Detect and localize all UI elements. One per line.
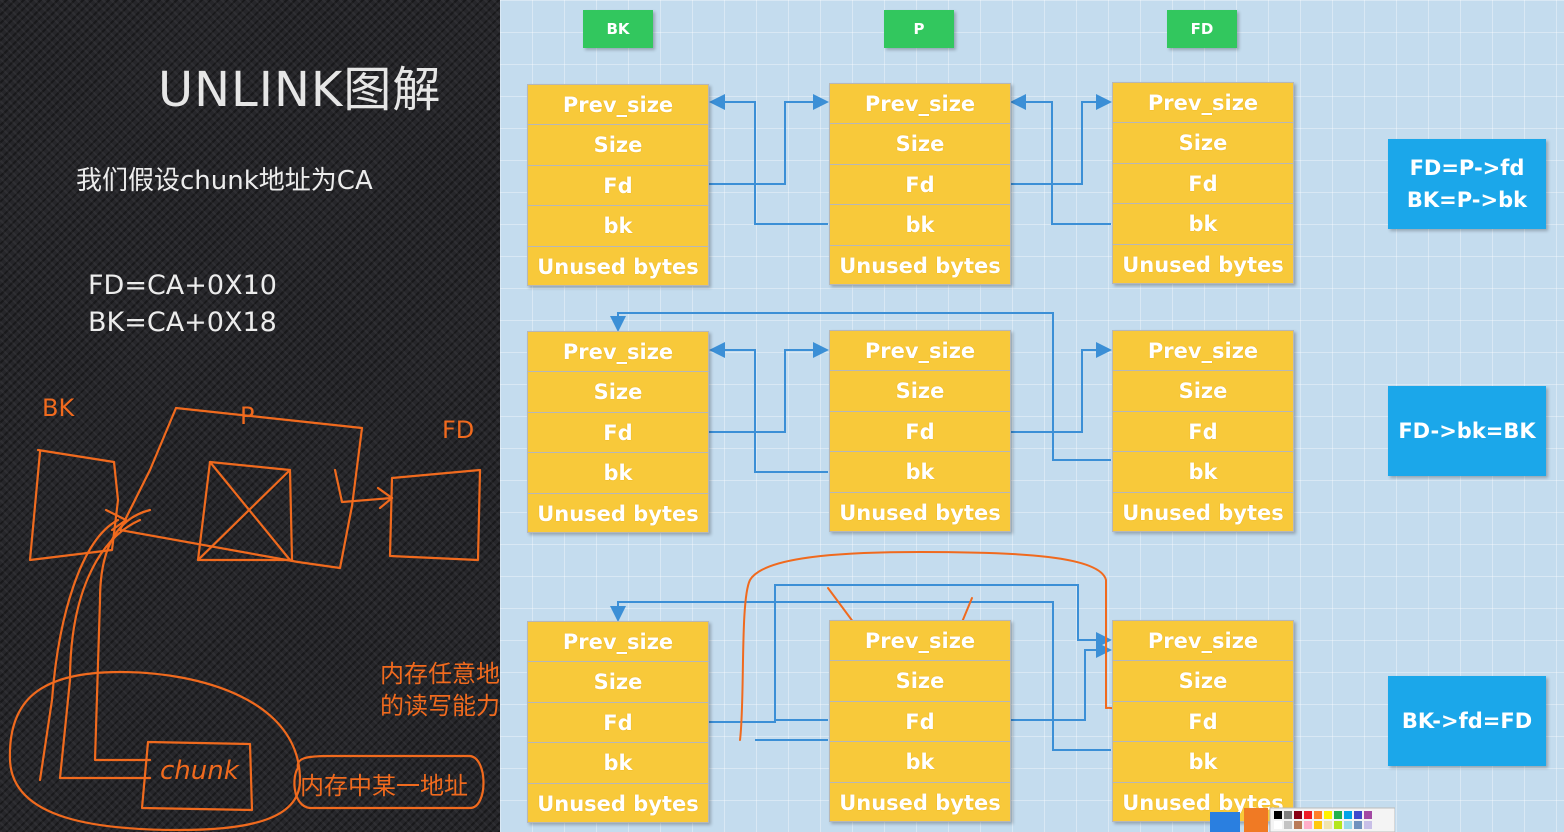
field-size: Size	[527, 661, 709, 702]
right-panel: BK P FD	[500, 0, 1564, 832]
field-prev-size: Prev_size	[1112, 620, 1294, 661]
hand-label-bk: BK	[42, 394, 75, 422]
op-3-line-1: BK->fd=FD	[1401, 709, 1533, 733]
field-unused: Unused bytes	[1112, 491, 1294, 532]
op-1-line-1: FD=P->fd	[1409, 156, 1525, 180]
assumption-text: 我们假设chunk地址为CA	[76, 166, 373, 196]
chunk-p-row1: Prev_size Size Fd bk Unused bytes	[829, 83, 1011, 285]
field-unused: Unused bytes	[829, 781, 1011, 822]
chunk-bk-row2: Prev_size Size Fd bk Unused bytes	[527, 331, 709, 533]
field-bk: bk	[1112, 741, 1294, 782]
field-bk: bk	[829, 204, 1011, 245]
hand-label-rw-line2: 的读写能力	[380, 692, 500, 720]
hand-label-rw-line1: 内存任意地址	[380, 660, 500, 688]
current-color-swatch	[1244, 808, 1268, 832]
field-fd: Fd	[1112, 162, 1294, 204]
field-size: Size	[527, 124, 709, 165]
op-box-2: FD->bk=BK	[1388, 386, 1546, 476]
field-prev-size: Prev_size	[829, 83, 1011, 124]
field-bk: bk	[527, 452, 709, 493]
chunk-p-row2: Prev_size Size Fd bk Unused bytes	[829, 330, 1011, 532]
field-unused: Unused bytes	[829, 491, 1011, 532]
formula-fd: FD=CA+0X10	[88, 270, 277, 301]
field-bk: bk	[829, 451, 1011, 492]
field-fd: Fd	[1112, 410, 1294, 452]
field-prev-size: Prev_size	[527, 621, 709, 662]
chunk-fd-row1: Prev_size Size Fd bk Unused bytes	[1112, 82, 1294, 284]
field-prev-size: Prev_size	[829, 330, 1011, 371]
field-bk: bk	[527, 742, 709, 783]
field-size: Size	[1112, 370, 1294, 411]
hand-label-p: P	[240, 402, 255, 430]
field-prev-size: Prev_size	[1112, 330, 1294, 371]
field-fd: Fd	[527, 411, 709, 453]
hand-label-chunk: chunk	[160, 756, 239, 786]
field-size: Size	[829, 123, 1011, 164]
left-panel: UNLINK图解 我们假设chunk地址为CA FD=CA+0X10 BK=CA…	[0, 0, 500, 832]
field-fd: Fd	[527, 164, 709, 206]
chunk-bk-row3: Prev_size Size Fd bk Unused bytes	[527, 621, 709, 823]
field-fd: Fd	[527, 701, 709, 743]
field-fd: Fd	[829, 410, 1011, 452]
field-unused: Unused bytes	[527, 782, 709, 823]
chunk-bk-row1: Prev_size Size Fd bk Unused bytes	[527, 84, 709, 286]
field-size: Size	[829, 370, 1011, 411]
chunk-fd-row3: Prev_size Size Fd bk Unused bytes	[1112, 620, 1294, 822]
pen-tool-swatch	[1210, 812, 1240, 832]
op-2-line-1: FD->bk=BK	[1398, 419, 1536, 443]
chunk-p-row3: Prev_size Size Fd bk Unused bytes	[829, 620, 1011, 822]
field-bk: bk	[829, 741, 1011, 782]
hand-drawing	[8, 406, 485, 832]
field-size: Size	[1112, 660, 1294, 701]
field-prev-size: Prev_size	[1112, 82, 1294, 123]
field-fd: Fd	[1112, 700, 1294, 742]
palette-swatches	[1274, 811, 1372, 829]
tag-bk: BK	[583, 10, 653, 48]
field-prev-size: Prev_size	[527, 331, 709, 372]
op-1-line-2: BK=P->bk	[1406, 188, 1528, 212]
color-palette-toolbar[interactable]	[1210, 806, 1395, 832]
slide-title: UNLINK图解	[158, 62, 442, 118]
field-fd: Fd	[829, 700, 1011, 742]
field-bk: bk	[1112, 451, 1294, 492]
field-unused: Unused bytes	[829, 244, 1011, 285]
chunk-fd-row2: Prev_size Size Fd bk Unused bytes	[1112, 330, 1294, 532]
field-unused: Unused bytes	[527, 492, 709, 533]
field-unused: Unused bytes	[1112, 243, 1294, 284]
hand-label-memory-address: 内存中某一地址	[300, 772, 468, 800]
field-size: Size	[527, 371, 709, 412]
tag-p: P	[884, 10, 954, 48]
tag-fd: FD	[1167, 10, 1237, 48]
field-size: Size	[1112, 122, 1294, 163]
field-prev-size: Prev_size	[527, 84, 709, 125]
op-box-3: BK->fd=FD	[1388, 676, 1546, 766]
field-bk: bk	[1112, 203, 1294, 244]
op-box-1: FD=P->fd BK=P->bk	[1388, 139, 1546, 229]
field-fd: Fd	[829, 163, 1011, 205]
field-size: Size	[829, 660, 1011, 701]
field-unused: Unused bytes	[527, 245, 709, 286]
hand-label-fd: FD	[442, 416, 475, 444]
field-prev-size: Prev_size	[829, 620, 1011, 661]
formula-bk: BK=CA+0X18	[88, 307, 277, 338]
field-bk: bk	[527, 205, 709, 246]
